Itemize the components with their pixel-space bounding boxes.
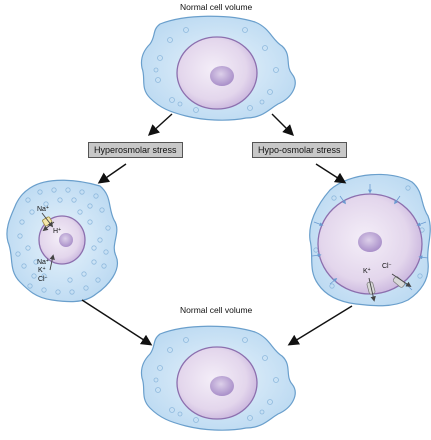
- hyperosmolar-stress-label: Hyperosmolar stress: [88, 142, 183, 158]
- top-title: Normal cell volume: [180, 2, 253, 12]
- left-cell-vesicles: [15, 187, 111, 295]
- arrow-right-cell-to-bottom: [287, 305, 353, 346]
- ion-na-in-charge: +: [45, 258, 49, 264]
- ion-na-in: Na+: [37, 258, 49, 267]
- ion-cl-right: Cl−: [382, 262, 392, 271]
- right-cell-vesicles: [313, 185, 425, 289]
- ion-h-charge: +: [58, 227, 61, 233]
- top-cell-nucleolus: [210, 66, 234, 86]
- arrow-right-stress-to-cell: [315, 163, 347, 184]
- top-normal-cell: [140, 15, 296, 121]
- hypo-osmolar-stress-label: Hypo-osmolar stress: [252, 142, 347, 158]
- water-influx-arrows: [311, 184, 429, 291]
- ion-k-right-text: K: [363, 268, 368, 275]
- ion-cl-in-charge: −: [44, 275, 48, 281]
- ion-h-text: H: [53, 228, 59, 235]
- arrow-left-cell-to-bottom: [81, 299, 153, 346]
- h-efflux-arrow: [42, 221, 55, 232]
- na-influx-arrow: [41, 212, 54, 228]
- ion-k-in-charge: +: [42, 266, 46, 272]
- arrow-top-to-right-stress: [271, 113, 294, 136]
- cl-efflux-arrow: [391, 273, 412, 287]
- bottom-title: Normal cell volume: [180, 305, 253, 315]
- ion-cl-in-text: Cl: [38, 276, 45, 283]
- ion-cl-right-text: Cl: [382, 263, 389, 270]
- ion-h: H+: [53, 227, 61, 236]
- ion-k-in-text: K: [38, 267, 43, 274]
- ion-k-right-charge: +: [367, 267, 371, 273]
- ion-k-in: K+: [38, 266, 46, 275]
- k-efflux-arrow: [368, 277, 376, 302]
- ion-k-right: K+: [363, 267, 371, 276]
- right-swollen-cell: [309, 173, 431, 307]
- top-cell-vesicles: [153, 27, 279, 113]
- bottom-cell-nucleolus: [210, 376, 234, 396]
- ion-na-out-charge: +: [45, 205, 49, 211]
- right-cell-nucleolus: [358, 232, 382, 252]
- arrow-top-to-left-stress: [147, 113, 173, 136]
- bottom-normal-cell: [140, 325, 296, 431]
- arrow-left-stress-to-cell: [97, 163, 127, 184]
- ion-cl-in: Cl−: [38, 275, 48, 284]
- ion-cl-right-charge: −: [388, 262, 392, 268]
- ion-na-out-text: Na: [37, 206, 46, 213]
- ion-na-out: Na+: [37, 205, 49, 214]
- bottom-cell-vesicles: [153, 337, 279, 423]
- left-shrunken-cell: [6, 179, 118, 303]
- cotransporter-arrow: [49, 254, 55, 271]
- ion-na-in-text: Na: [37, 259, 46, 266]
- left-cell-nucleolus: [59, 233, 73, 247]
